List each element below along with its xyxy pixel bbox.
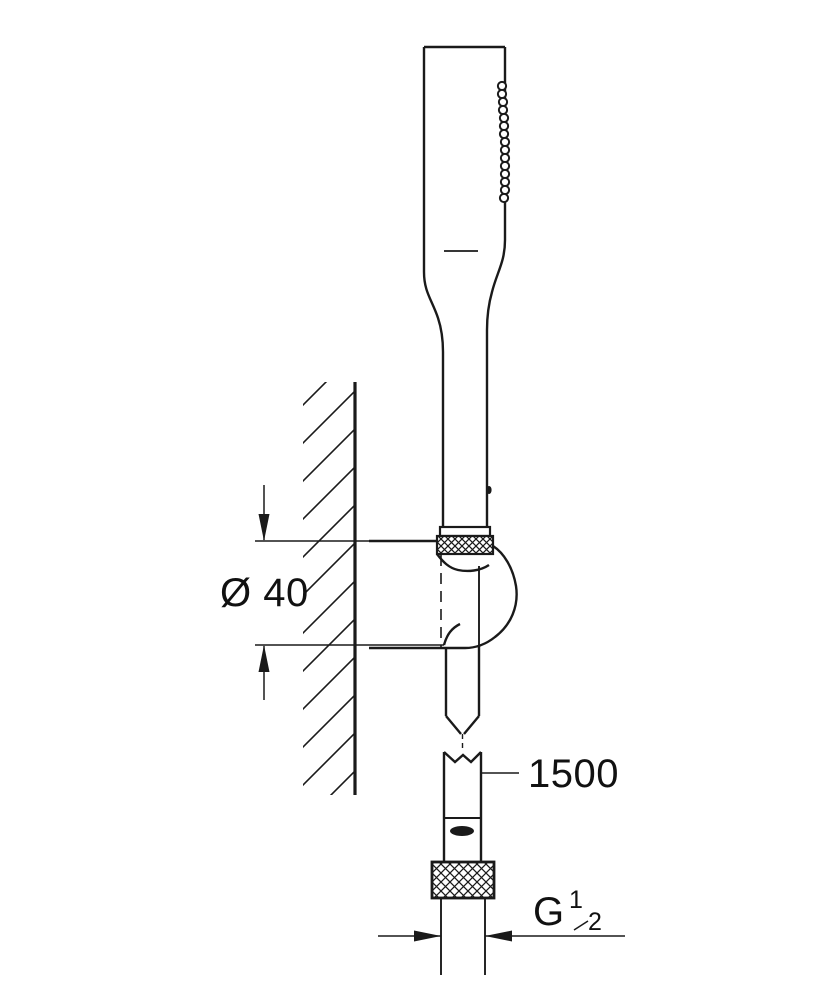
hose-break <box>443 751 482 764</box>
dimension-label-diameter: Ø 40 <box>220 571 309 615</box>
knurled-nut <box>430 860 496 900</box>
spray-holes <box>496 80 511 204</box>
shower-head <box>422 45 507 527</box>
dim-arrow-thread-left <box>414 930 441 942</box>
dimension-thread: G 1 2 <box>378 886 625 942</box>
wall <box>303 382 357 795</box>
dim-arrow-bottom <box>258 645 270 672</box>
shower-stem <box>444 645 481 752</box>
handle-mark <box>486 486 492 494</box>
dimension-label-thread-denominator: 2 <box>588 908 602 936</box>
dimension-hose-length: 1500 <box>481 752 619 796</box>
dim-arrow-thread-right <box>485 930 512 942</box>
hose-thread-tail <box>440 898 486 975</box>
dimension-label-thread-letter: G <box>533 890 565 934</box>
hose <box>442 752 483 862</box>
dimension-diameter-40: Ø 40 <box>220 485 444 700</box>
dim-arrow-top <box>258 514 270 541</box>
knurled-ring <box>435 525 495 556</box>
fraction-slash <box>573 920 589 931</box>
dimension-label-thread-numerator: 1 <box>569 886 583 914</box>
hose-logo <box>450 826 474 836</box>
wall-bracket <box>369 539 518 650</box>
dimension-label-1500: 1500 <box>528 752 619 796</box>
wall-hatching <box>303 382 355 795</box>
